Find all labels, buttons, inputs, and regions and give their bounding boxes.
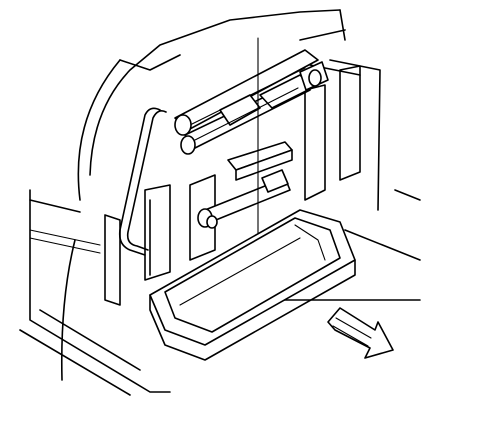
jack [174, 49, 329, 155]
inner-wall-panels [104, 65, 361, 306]
storage-tray [149, 209, 356, 361]
front-arrow [327, 307, 394, 359]
wheel-wrench [197, 169, 291, 229]
jack-handle [227, 141, 293, 181]
tie-rod [118, 107, 167, 256]
